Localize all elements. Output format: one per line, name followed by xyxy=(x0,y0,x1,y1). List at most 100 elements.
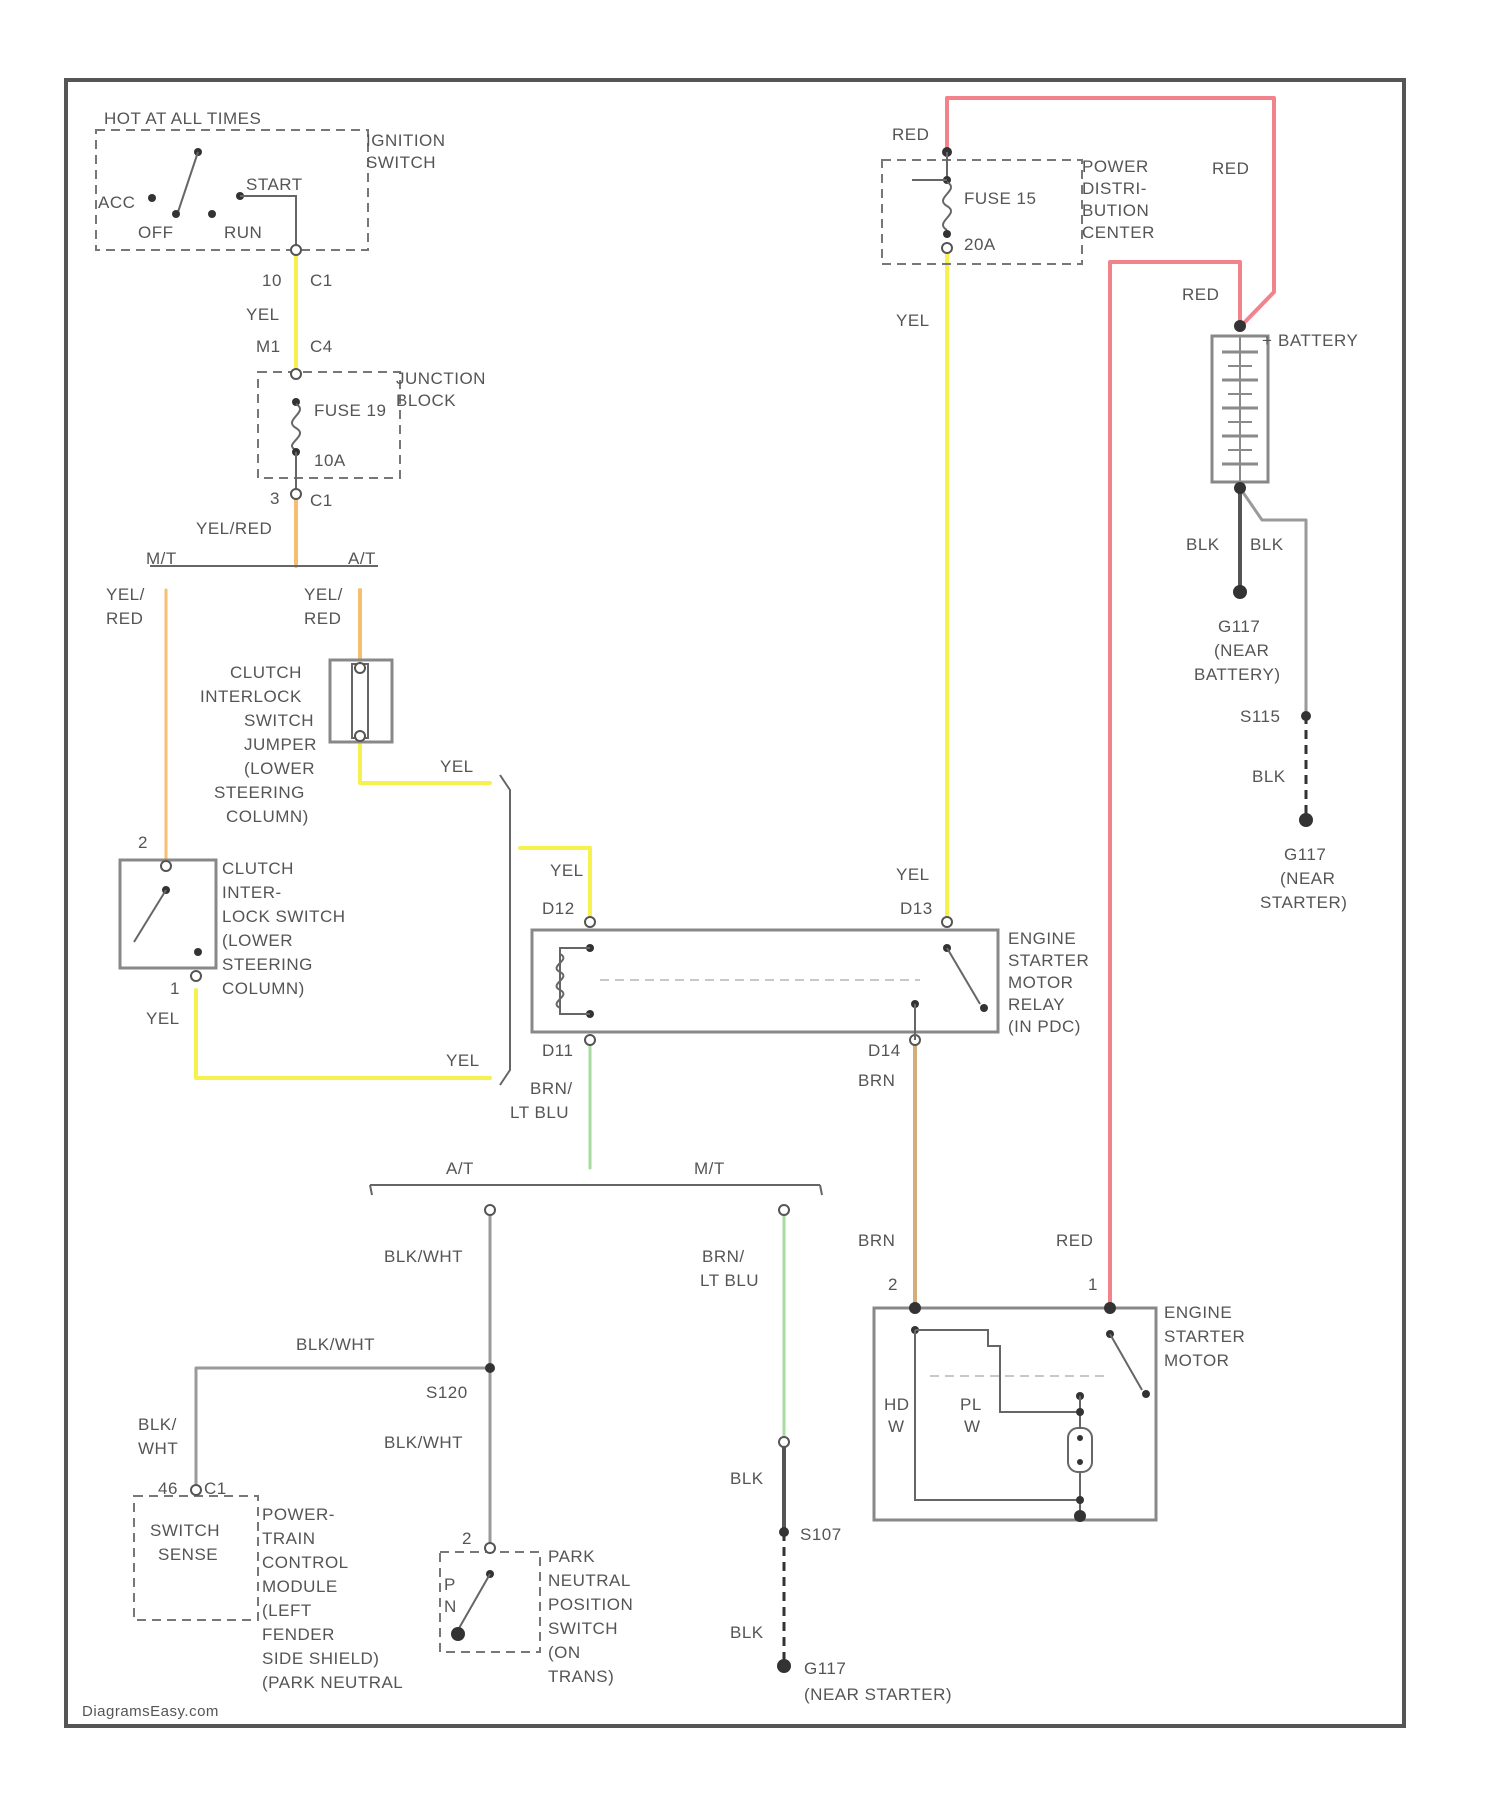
ignition-connector-pin xyxy=(291,245,301,255)
clutch-jumper-link xyxy=(352,664,368,738)
starter-pin-2-label: 2 xyxy=(888,1275,898,1294)
wire-blk-label-b: BLK xyxy=(730,1623,764,1642)
ground-g117-starter-b xyxy=(1299,813,1313,827)
g117-starter-b-label-1: G117 xyxy=(1284,845,1326,864)
run-label: RUN xyxy=(224,223,262,242)
splice-s120-label: S120 xyxy=(426,1383,468,1402)
fuse-19-element xyxy=(292,404,300,450)
pdc-name-2: DISTRI- xyxy=(1082,179,1147,198)
pin-d13-label: D13 xyxy=(900,899,933,918)
relay-name-3: MOTOR xyxy=(1008,973,1073,992)
mt-label-b: M/T xyxy=(694,1159,725,1178)
wire-yel-label-a: YEL xyxy=(246,305,280,324)
wire-yel-red-label: YEL/RED xyxy=(196,519,272,538)
ignition-run-contact xyxy=(208,210,216,218)
clutch-jumper-name-6: STEERING xyxy=(214,783,305,802)
pin-d12-label: D12 xyxy=(542,899,575,918)
hot-label: HOT AT ALL TIMES xyxy=(104,109,261,128)
pcm-name-2: TRAIN xyxy=(262,1529,316,1548)
fuse-15-rating: 20A xyxy=(964,235,996,254)
pnp-n-label: N xyxy=(444,1597,457,1616)
g117-starter-c-label-2: (NEAR STARTER) xyxy=(804,1685,952,1704)
pdc-name-4: CENTER xyxy=(1082,223,1155,242)
solenoid-hold-in-lead xyxy=(915,1330,1076,1500)
relay-coil-frame xyxy=(560,948,590,1014)
pin-46-label: 46 xyxy=(158,1479,178,1498)
wire-yel-label-e: YEL xyxy=(550,861,584,880)
battery-cells xyxy=(1222,336,1258,482)
pdc-name-1: POWER xyxy=(1082,157,1149,176)
ignition-contact-arm xyxy=(178,152,198,212)
wire-brn-ltblu-label-2: LT BLU xyxy=(510,1103,569,1122)
wire-yel-label-top: YEL xyxy=(896,311,930,330)
relay-switch-stop xyxy=(980,1004,988,1012)
pin-3-label: 3 xyxy=(270,489,280,508)
pin-d14-label: D14 xyxy=(868,1041,901,1060)
fuse-19-rating: 10A xyxy=(314,451,346,470)
ignition-switch-name-1: IGNITION xyxy=(366,131,446,150)
pnp-pin-2-label: 2 xyxy=(462,1529,472,1548)
clutch-switch-name-4: (LOWER xyxy=(222,931,293,950)
starter-name-1: ENGINE xyxy=(1164,1303,1232,1322)
relay-name-4: RELAY xyxy=(1008,995,1065,1014)
clutch-jumper-name-7: COLUMN) xyxy=(226,807,309,826)
wire-brn-label-b: BRN xyxy=(858,1231,895,1250)
wire-brn-ltblu-label-4: LT BLU xyxy=(700,1271,759,1290)
pnp-name-5: (ON xyxy=(548,1643,581,1662)
split-bar-bottom-tick-r xyxy=(820,1185,822,1195)
motor-armature xyxy=(1068,1428,1092,1472)
pdc-name-3: BUTION xyxy=(1082,201,1149,220)
wire-brn-ltblu-label-1: BRN/ xyxy=(530,1079,573,1098)
pull-in-label-2: W xyxy=(964,1417,981,1436)
wire-red-label-c: RED xyxy=(1182,285,1219,304)
pcm-pin-46 xyxy=(191,1485,201,1495)
pcm-name-1: POWER- xyxy=(262,1505,335,1524)
clutch-pin-1-label: 1 xyxy=(170,979,180,998)
pcm-name-4: MODULE xyxy=(262,1577,338,1596)
wire-yel-red-right-2: RED xyxy=(304,609,341,628)
relay-pin-d12 xyxy=(585,917,595,927)
bracket xyxy=(500,775,510,1085)
clutch-jumper-pin-top xyxy=(355,663,365,673)
at-branch-pin xyxy=(485,1205,495,1215)
pnp-name-6: TRANS) xyxy=(548,1667,614,1686)
ignition-switch-name-2: SWITCH xyxy=(366,153,436,172)
ignition-off-contact xyxy=(172,210,180,218)
clutch-switch-name-1: CLUTCH xyxy=(222,859,294,878)
connector-c1-label-a: C1 xyxy=(310,271,333,290)
junction-pin-out xyxy=(291,489,301,499)
wire-blk-label-a: BLK xyxy=(730,1469,764,1488)
battery-negative-terminal xyxy=(1234,482,1246,494)
battery-positive-terminal xyxy=(1234,320,1246,332)
motor-node-lower xyxy=(1076,1496,1084,1504)
wire-red-label-b: RED xyxy=(1212,159,1249,178)
at-label-b: A/T xyxy=(446,1159,474,1178)
junction-pin-in xyxy=(291,369,301,379)
acc-label: ACC xyxy=(98,193,135,212)
g117-starter-b-label-3: STARTER) xyxy=(1260,893,1347,912)
wire-blk-label-d: BLK xyxy=(1250,535,1284,554)
battery-name: BATTERY xyxy=(1278,331,1358,350)
wire-blk-wht-label-d2: WHT xyxy=(138,1439,178,1458)
fuse-15-bottom xyxy=(943,230,951,238)
starter-motor-name: ENGINE STARTER MOTOR xyxy=(1164,1303,1245,1370)
clutch-jumper-name-3: SWITCH xyxy=(244,711,314,730)
wire-blk-label-e: BLK xyxy=(1252,767,1286,786)
pull-in-label-1: PL xyxy=(960,1395,982,1414)
clutch-switch-arm xyxy=(134,890,166,942)
solenoid-pull-in-lead xyxy=(915,1330,1076,1412)
wire-yel-label-d: YEL xyxy=(446,1051,480,1070)
clutch-jumper-name-4: JUMPER xyxy=(244,735,317,754)
clutch-jumper-pin-bottom xyxy=(355,731,365,741)
clutch-jumper-name-2: INTERLOCK xyxy=(200,687,302,706)
clutch-jumper-name: CLUTCH INTERLOCK SWITCH JUMPER (LOWER ST… xyxy=(200,663,317,826)
clutch-jumper-name-1: CLUTCH xyxy=(230,663,302,682)
relay-pin-d11 xyxy=(585,1035,595,1045)
start-label: START xyxy=(246,175,303,194)
pcm-name: POWER- TRAIN CONTROL MODULE (LEFT FENDER… xyxy=(262,1505,403,1692)
wire-blk-wht-label-c: BLK/WHT xyxy=(384,1433,463,1452)
watermark: DiagramsEasy.com xyxy=(82,1703,219,1720)
mt-branch-pin xyxy=(779,1205,789,1215)
clutch-switch-name: CLUTCH INTER- LOCK SWITCH (LOWER STEERIN… xyxy=(222,859,346,998)
